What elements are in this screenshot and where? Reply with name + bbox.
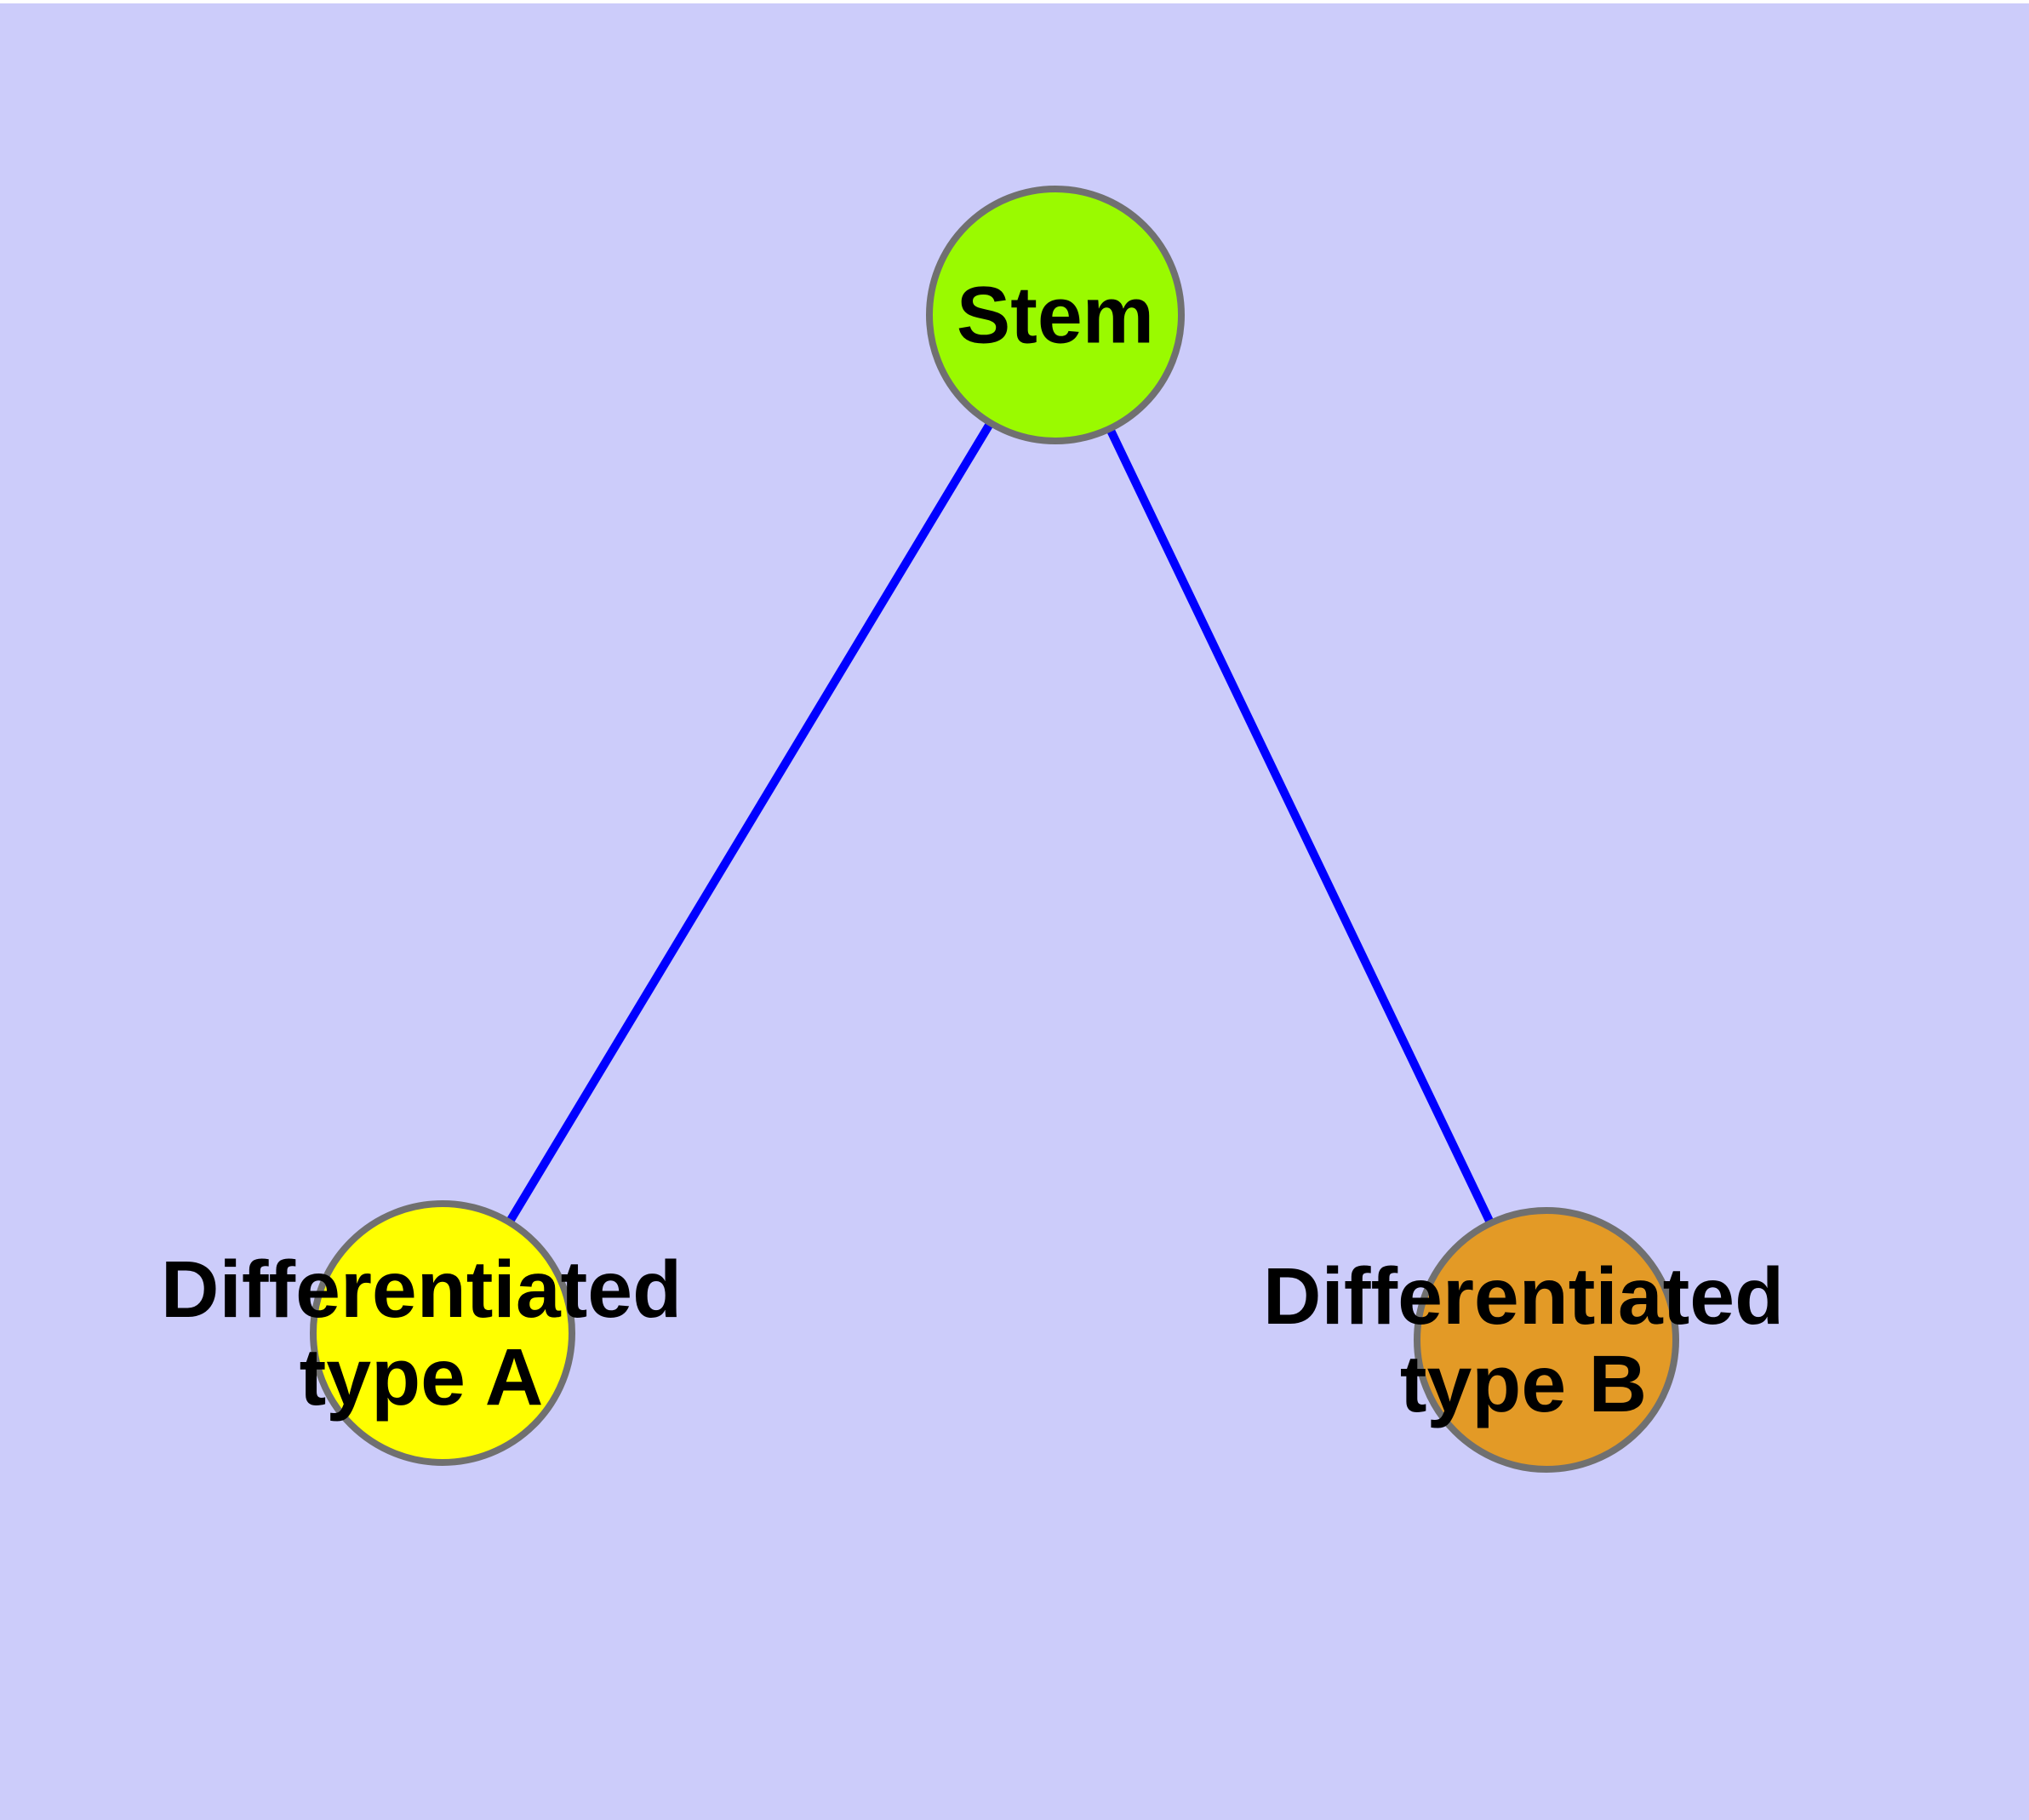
node-circle-diff_a[interactable] (310, 1200, 575, 1466)
graph-edge-stem-diff_a (438, 312, 1060, 1336)
node-label-line: Differentiated (161, 1245, 682, 1335)
node-label-line: Differentiated (1263, 1251, 1784, 1342)
node-label-line: type A (300, 1332, 544, 1422)
graph-node-diff_a[interactable] (310, 1200, 575, 1466)
graph-node-diff_b[interactable] (1414, 1207, 1679, 1473)
node-label-stem: Stem (957, 270, 1154, 360)
node-label-line: Stem (957, 270, 1154, 360)
node-circle-diff_b[interactable] (1414, 1207, 1679, 1473)
node-label-line: type B (1400, 1339, 1647, 1429)
edges-layer (438, 312, 1551, 1342)
node-circle-stem[interactable] (926, 186, 1185, 444)
graph-edge-stem-diff_b (1051, 312, 1551, 1342)
graph-node-stem[interactable] (926, 186, 1185, 444)
